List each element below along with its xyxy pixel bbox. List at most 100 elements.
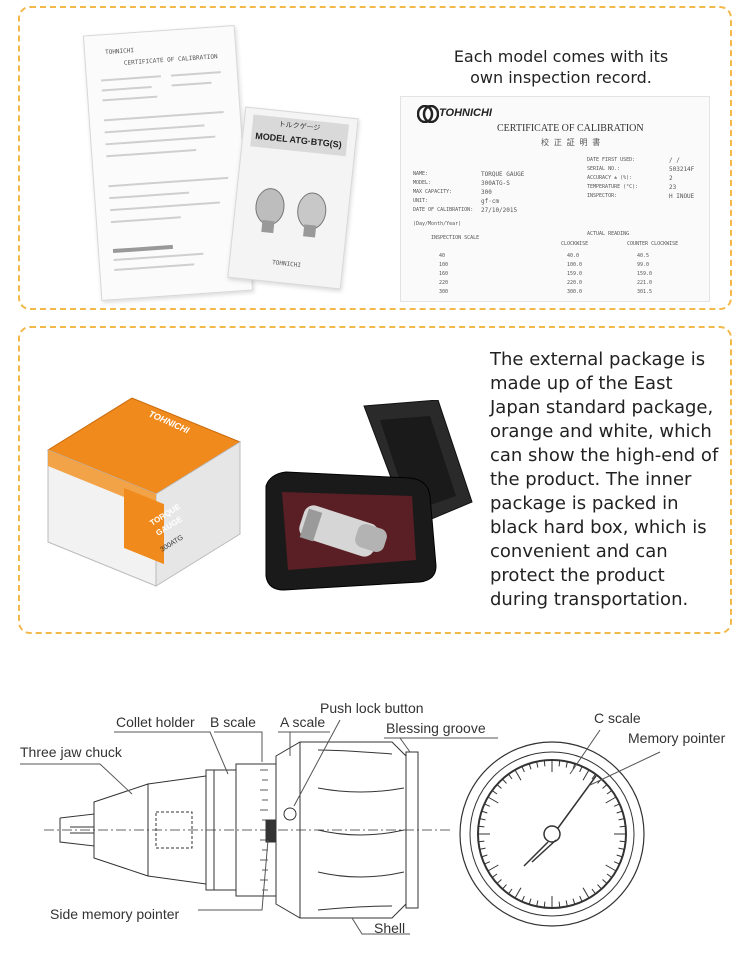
cert-row-scale: 40 <box>439 253 446 259</box>
dial-tick <box>543 901 546 908</box>
dial-tick <box>605 864 617 872</box>
dial-tick <box>496 784 502 789</box>
dial-tick <box>521 766 525 773</box>
dial-tick <box>597 884 602 890</box>
cert-field-label: SERIAL NO.: <box>587 166 621 172</box>
cert-row-scale: 220 <box>439 280 449 286</box>
dial-tick <box>572 898 576 905</box>
label-push-lock-button: Push lock button <box>320 700 424 716</box>
cert-row-clockwise: 100.0 <box>567 262 583 268</box>
cert-row-scale: 300 <box>439 289 449 295</box>
dial-tick <box>591 773 596 780</box>
cert-field-label: UNIT: <box>413 198 429 204</box>
dial-tick <box>582 887 590 899</box>
cert-field-value: 27/10/2015 <box>481 207 518 214</box>
cert-row-counter-clockwise: 40.5 <box>637 253 650 259</box>
black-hard-case <box>265 400 473 591</box>
cert-row-counter-clockwise: 301.5 <box>637 289 653 295</box>
sheet-brand: TOHNICHI <box>104 47 135 57</box>
cert-row-counter-clockwise: 159.0 <box>637 271 653 277</box>
dial-tick <box>496 879 502 884</box>
dial-tick <box>528 763 532 770</box>
dial-tick <box>616 854 623 858</box>
dial-tick <box>613 803 620 807</box>
dial-tick <box>602 879 608 884</box>
cert-field-label: MAX CAPACITY: <box>413 189 453 195</box>
cert-field-label: INSPECTOR: <box>587 193 618 199</box>
dial-tick <box>619 840 626 843</box>
instruction-manual-photo: トルクゲージ MODEL ATG·BTG(S) TOHNICHI <box>227 106 359 290</box>
dial-tick <box>502 778 507 784</box>
cert-row-clockwise: 300.0 <box>567 289 583 295</box>
label-a-scale: A scale <box>280 714 326 730</box>
manual-brand: TOHNICHI <box>271 259 302 270</box>
dial-tick <box>582 769 590 781</box>
dial-tick <box>481 810 488 814</box>
label-three-jaw-chuck: Three jaw chuck <box>20 744 122 760</box>
label-side-memory-pointer: Side memory pointer <box>50 906 180 922</box>
cert-field-label: ACCURACY ± (%): <box>587 175 633 181</box>
tohnichi-logo-icon <box>417 105 439 123</box>
dial-tick <box>487 864 499 872</box>
dial-tick <box>619 825 626 828</box>
gauge-technical-drawing <box>20 719 661 935</box>
label-b-scale: B scale <box>210 714 256 730</box>
cert-date-format: (Day/Month/Year) <box>413 221 462 227</box>
packaging-caption: The external package is made up of the E… <box>490 349 719 610</box>
cert-field-value: TORQUE GAUGE <box>481 171 525 178</box>
dial-tick <box>606 790 613 795</box>
dial-tick <box>579 895 583 902</box>
dial-tick <box>514 769 522 781</box>
cert-field-value: gf·cm <box>481 198 500 205</box>
col-counter-clockwise: COUNTER CLOCKWISE <box>627 241 679 247</box>
dial-tick <box>521 895 525 902</box>
label-memory-pointer: Memory pointer <box>628 730 726 746</box>
dial-tick <box>491 790 498 795</box>
cert-title-jp: 校 正 証 明 書 <box>541 138 601 147</box>
dial-tick <box>508 773 513 780</box>
orange-package-box: TOHNICHI TORQUE GAUGE 300ATG <box>46 397 242 587</box>
dial-tick <box>479 818 486 821</box>
dial-tick <box>508 888 513 895</box>
cert-field-value: / / <box>669 157 680 164</box>
dial-tick <box>565 900 568 907</box>
cert-field-label: TEMPERATURE (°C): <box>587 184 639 190</box>
cert-field-value: 2 <box>669 175 673 182</box>
inspection-caption: Each model comes with its own inspection… <box>453 47 669 87</box>
dial-tick <box>616 810 623 814</box>
dial-tick <box>618 818 625 821</box>
dial-tick <box>478 840 485 843</box>
dial-tick <box>491 873 498 878</box>
col-clockwise: CLOCKWISE <box>561 241 589 247</box>
cert-row-counter-clockwise: 221.0 <box>637 280 653 286</box>
dial-tick <box>502 884 507 890</box>
label-blessing-groove: Blessing groove <box>386 720 486 736</box>
cert-row-scale: 100 <box>439 262 449 268</box>
calibration-sheet-photo: TOHNICHI CERTIFICATE OF CALIBRATION <box>82 25 254 301</box>
dial-tick <box>528 898 532 905</box>
cert-field-value: 23 <box>669 184 677 191</box>
cert-row-scale: 160 <box>439 271 449 277</box>
cert-field-value: 300 <box>481 189 492 196</box>
packaging-panel: TOHNICHI TORQUE GAUGE 300ATG The externa… <box>18 326 732 634</box>
cert-field-label: DATE FIRST USED: <box>587 157 636 163</box>
cert-row-counter-clockwise: 99.0 <box>637 262 650 268</box>
cert-field-label: DATE OF CALIBRATION: <box>413 207 474 213</box>
cert-title: CERTIFICATE OF CALIBRATION <box>497 123 644 134</box>
cert-field-value: 503214F <box>669 166 695 173</box>
dial-tick <box>605 796 617 804</box>
cert-row-clockwise: 220.0 <box>567 280 583 286</box>
dial-tick <box>558 760 561 767</box>
sheet-title: CERTIFICATE OF CALIBRATION <box>123 53 218 67</box>
dial-tick <box>565 761 568 768</box>
dial-tick <box>591 888 596 895</box>
cert-field-label: MODEL: <box>413 180 432 186</box>
manual-gauge-pictures <box>255 188 327 238</box>
dial-tick <box>558 901 561 908</box>
cert-row-clockwise: 40.0 <box>567 253 580 259</box>
cert-brand: TOHNICHI <box>439 107 492 119</box>
label-shell: Shell <box>374 920 406 936</box>
cert-row-clockwise: 159.0 <box>567 271 583 277</box>
dial-tick <box>514 887 522 899</box>
col-actual-reading: ACTUAL READING <box>587 231 630 237</box>
